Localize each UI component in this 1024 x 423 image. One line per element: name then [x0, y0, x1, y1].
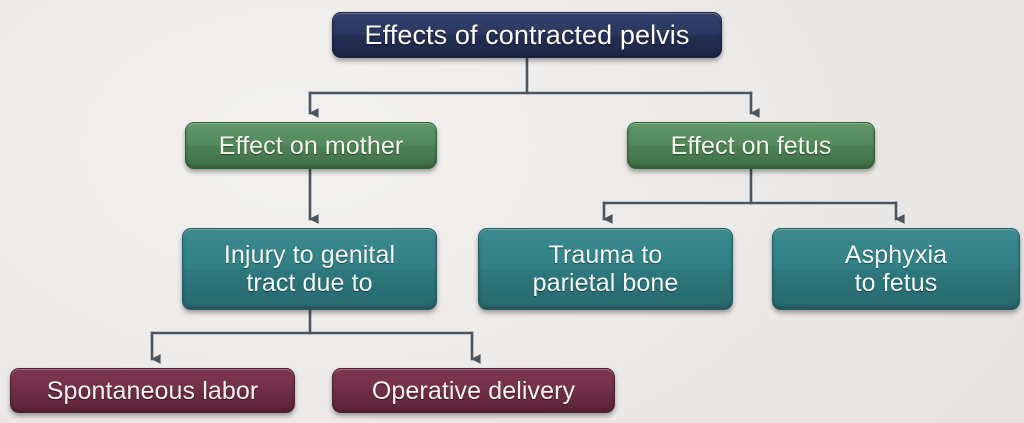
node-trauma-to-parietal-bone-label: Trauma to parietal bone [532, 241, 679, 297]
node-spontaneous-labor-label: Spontaneous labor [46, 376, 259, 405]
node-effect-on-mother[interactable]: Effect on mother [185, 122, 437, 169]
node-injury-to-genital-tract-label: Injury to genital tract due to [223, 241, 396, 297]
node-root[interactable]: Effects of contracted pelvis [332, 12, 722, 58]
edge-injury-to-level3 [150, 308, 481, 364]
node-asphyxia-to-fetus[interactable]: Asphyxia to fetus [772, 228, 1020, 310]
node-trauma-to-parietal-bone[interactable]: Trauma to parietal bone [478, 228, 733, 310]
node-root-label: Effects of contracted pelvis [364, 19, 690, 50]
node-spontaneous-labor[interactable]: Spontaneous labor [10, 368, 295, 413]
node-effect-on-fetus[interactable]: Effect on fetus [627, 122, 875, 169]
edge-fetus-to-level2 [602, 167, 905, 224]
edge-root-to-level1 [308, 56, 760, 118]
node-injury-to-genital-tract[interactable]: Injury to genital tract due to [182, 228, 437, 310]
node-asphyxia-to-fetus-label: Asphyxia to fetus [844, 241, 948, 297]
node-effect-on-mother-label: Effect on mother [218, 131, 404, 160]
node-operative-delivery-label: Operative delivery [371, 376, 576, 405]
node-effect-on-fetus-label: Effect on fetus [670, 131, 832, 160]
node-operative-delivery[interactable]: Operative delivery [332, 368, 615, 413]
